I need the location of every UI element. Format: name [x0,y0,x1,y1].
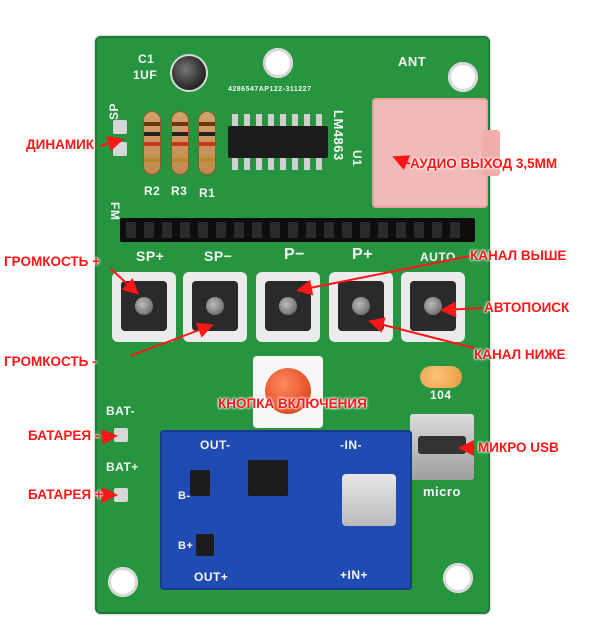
silk-bat-minus: BAT- [106,404,136,418]
chip-pin [232,114,324,126]
resistor-r1 [199,112,215,174]
callout-speaker: ДИНАМИК [26,137,95,152]
silk-c1: C1 [138,52,155,66]
arrow-channel-down [368,317,475,349]
callout-volume-down: ГРОМКОСТЬ - [4,354,97,369]
callout-power-button: КНОПКА ВКЛЮЧЕНИЯ [218,396,367,411]
chip-pin [232,158,324,170]
audio-jack-3-5mm [372,98,500,208]
silk-cap-code: 104 [430,388,452,402]
arrow-audio-out [392,155,411,171]
resistor-r3 [172,112,188,174]
charger-micro-usb-port[interactable] [342,474,396,526]
amplifier-chip-lm4863 [228,126,328,158]
callout-channel-up: КАНАЛ ВЫШЕ [470,248,567,263]
charger-ic [248,460,288,496]
arrow-volume-down [129,322,214,357]
silk-bat-plus: BAT+ [106,460,139,474]
silk-out-minus: OUT- [200,438,231,452]
silk-btn-sp-plus: SP+ [136,248,165,264]
resistor-r2 [144,112,160,174]
mounting-hole [263,48,293,78]
silk-r3: R3 [171,184,188,198]
volume-up-button[interactable] [112,272,176,342]
callout-channel-down: КАНАЛ НИЖЕ [474,347,566,362]
power-button[interactable] [253,356,323,428]
autoscan-button[interactable] [401,272,465,342]
arrow-battery-minus [101,429,118,446]
callout-battery-minus: БАТАРЕЯ - [28,428,100,443]
silk-btn-p-minus: P− [284,246,306,263]
speaker-terminal-pad [113,120,127,134]
silk-r2: R2 [144,184,161,198]
callout-audio-out: АУДИО ВЫХОД 3,5ММ [410,156,558,171]
ceramic-capacitor [420,366,462,388]
capacitor-c1 [172,56,206,90]
arrow-channel-up [296,255,471,296]
silk-b-plus: B+ [178,540,194,552]
silk-micro: micro [423,484,461,499]
silk-out-plus: OUT+ [194,570,229,584]
silk-btn-p-plus: P+ [352,246,374,263]
silk-r1: R1 [199,186,216,200]
arrow-volume-up [109,267,139,295]
callout-micro-usb: МИКРО USB [478,440,559,455]
fm-module-header [120,218,475,242]
charger-ic [196,534,214,556]
callout-volume-up: ГРОМКОСТЬ + [4,254,100,269]
silk-in-minus: -IN- [340,438,362,452]
silk-b-minus: B- [178,490,191,502]
charger-ic [190,470,210,496]
mounting-hole [108,567,138,597]
silk-c1-value: 1UF [133,68,158,82]
mounting-hole [443,563,473,593]
silk-ant: ANT [398,54,427,69]
arrow-autoscan [440,301,483,318]
channel-down-button[interactable] [329,272,393,342]
silk-btn-sp-minus: SP− [204,248,233,264]
arrow-speaker [99,135,124,152]
callout-autoscan: АВТОПОИСК [484,300,570,315]
volume-down-button[interactable] [183,272,247,342]
silk-chip-code: 4286547AP122-311227 [228,86,312,93]
silk-in-plus: +IN+ [340,568,369,582]
callout-battery-plus: БАТАРЕЯ + [28,487,103,502]
mounting-hole [448,62,478,92]
